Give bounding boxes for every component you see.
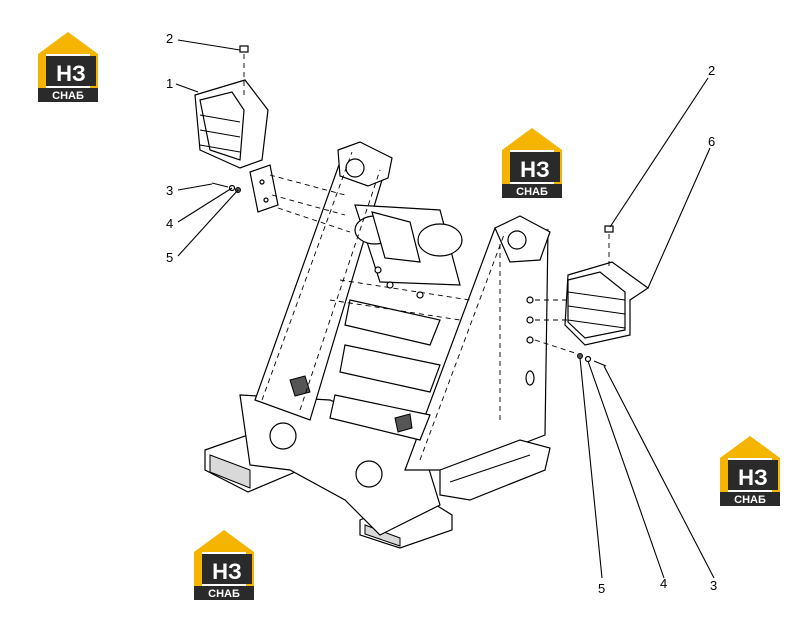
callout-4-left: 4 — [166, 216, 173, 231]
logo-bottom-left: НЗ СНАБ — [194, 530, 254, 600]
logo-word: СНАБ — [208, 588, 240, 600]
callout-1: 1 — [166, 76, 173, 91]
callout-3-bottom: 3 — [710, 578, 717, 593]
logo-word: СНАБ — [516, 186, 548, 198]
leader-lines — [175, 39, 715, 579]
logo-top-center: НЗ СНАБ — [502, 128, 562, 198]
right-light-guard — [534, 225, 650, 367]
logo-letters: НЗ — [212, 559, 242, 584]
callout-3-left: 3 — [166, 183, 173, 198]
callout-4-bottom: 4 — [660, 576, 667, 591]
callout-5-left: 5 — [166, 250, 173, 265]
callout-2-left: 2 — [166, 31, 173, 46]
logo-right: НЗ СНАБ — [720, 436, 780, 506]
logo-word: СНАБ — [52, 90, 84, 102]
logo-top-left: НЗ СНАБ — [38, 32, 98, 102]
callout-2-right: 2 — [708, 63, 715, 78]
loader-frame — [204, 141, 551, 549]
logo-letters: НЗ — [738, 465, 768, 490]
left-light-guard — [194, 45, 351, 233]
callout-6: 6 — [708, 134, 715, 149]
callout-5-bottom: 5 — [598, 581, 605, 596]
logo-letters: НЗ — [56, 61, 86, 86]
logo-word: СНАБ — [734, 494, 766, 506]
logo-letters: НЗ — [520, 157, 550, 182]
